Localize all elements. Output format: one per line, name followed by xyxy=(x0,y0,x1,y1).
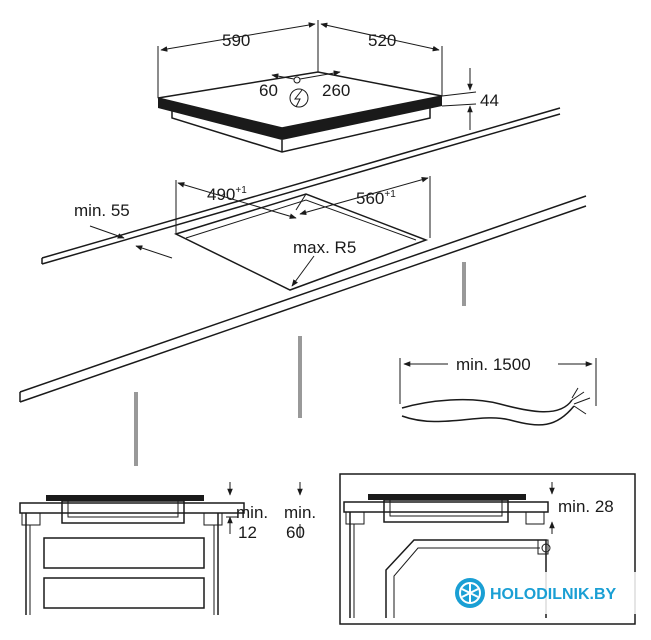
dim-edge-min-55: min. 55 xyxy=(74,201,130,220)
drawer xyxy=(43,577,205,609)
dim-connection-260: 260 xyxy=(322,81,350,100)
dim-depth-520: 520 xyxy=(368,31,396,50)
hob-side-left xyxy=(158,98,282,140)
snowflake-icon xyxy=(455,578,485,608)
hob-glass xyxy=(368,494,526,500)
lightning-bolt-icon xyxy=(289,88,309,108)
watermark: HOLODILNIK.BY xyxy=(444,572,640,614)
dim-line-520 xyxy=(320,22,440,52)
dim-min-12-value: 12 xyxy=(238,523,257,542)
dim-min-60-value: 60 xyxy=(286,523,305,542)
section-cabinet-oven: min. 28 xyxy=(339,473,636,625)
dim-line-590 xyxy=(160,22,316,52)
dim-cutout-560: 560+1 xyxy=(356,189,396,208)
hob-side-right xyxy=(282,96,442,140)
dim-min-12-label: min. xyxy=(236,503,268,522)
dim-radius-max-r5: max. R5 xyxy=(293,238,356,257)
hob-drawing: 590 520 44 60 260 xyxy=(157,20,499,153)
dim-height-44: 44 xyxy=(480,91,499,110)
dim-width-590: 590 xyxy=(222,31,250,50)
section-cabinet-drawers: min. 12 min. 60 xyxy=(19,482,316,615)
countertop: 490+1 560+1 min. 55 max. R5 xyxy=(19,107,587,466)
power-cable-drawing: min. 1500 xyxy=(399,355,597,426)
dim-connection-60: 60 xyxy=(259,81,278,100)
hob-glass xyxy=(46,495,204,501)
dim-cable-min-1500: min. 1500 xyxy=(456,355,531,374)
dim-min-28: min. 28 xyxy=(558,497,614,516)
dim-cutout-490: 490+1 xyxy=(207,185,247,204)
power-cable xyxy=(401,398,573,413)
dim-min-60-label: min. xyxy=(284,503,316,522)
watermark-text: HOLODILNIK.BY xyxy=(490,586,617,603)
drawer xyxy=(43,537,205,569)
connection-point xyxy=(293,76,301,84)
